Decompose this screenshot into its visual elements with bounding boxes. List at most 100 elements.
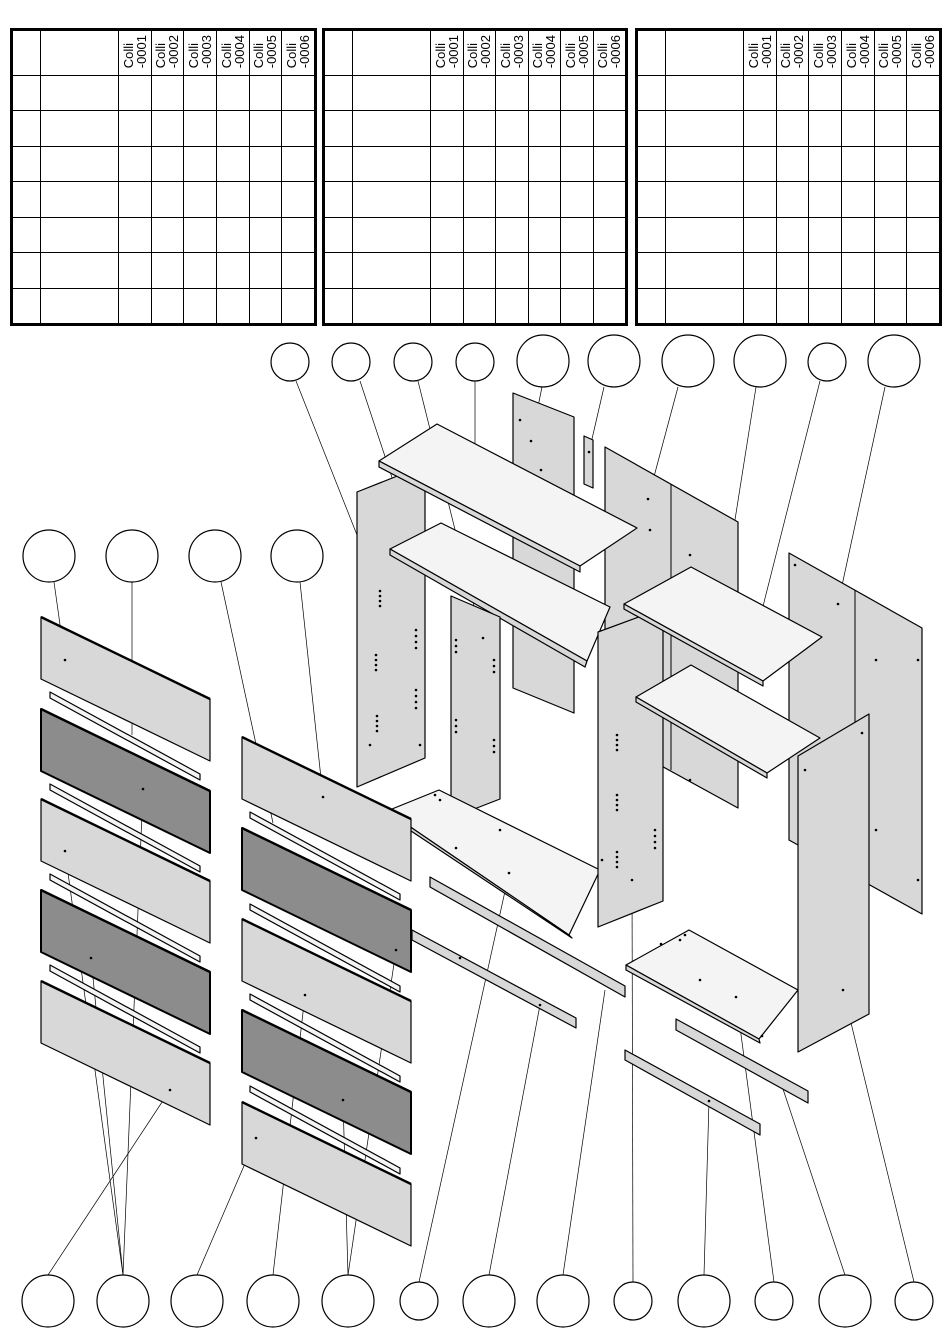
screw-hole <box>916 878 920 882</box>
table-cell <box>592 287 626 325</box>
screw-hole <box>916 658 920 662</box>
table-cell <box>665 216 744 254</box>
leader-line <box>418 872 510 1283</box>
drawer-runner-strip <box>249 903 401 993</box>
screw-hole <box>646 497 650 501</box>
callout-bubble <box>867 334 921 388</box>
callout-bubble <box>270 529 324 583</box>
screw-hole <box>653 834 657 838</box>
table-cell <box>873 287 908 325</box>
front-top-edge <box>241 917 412 1003</box>
shelf-edge <box>625 964 761 1044</box>
front-top-edge <box>40 888 211 974</box>
screw-hole <box>615 798 619 802</box>
screw-hole <box>518 418 522 422</box>
screw-hole <box>438 798 442 802</box>
table-cell <box>840 287 875 325</box>
table-cell <box>840 181 875 218</box>
table-cell <box>430 216 464 254</box>
screw-hole <box>492 664 496 668</box>
screw-hole <box>414 646 418 650</box>
screw-hole <box>168 1088 172 1092</box>
front-top-edge <box>40 797 211 883</box>
table-cell <box>462 181 496 218</box>
table-cell <box>592 74 626 112</box>
screw-hole <box>874 658 878 662</box>
colli-column-header: Colli -0003 <box>808 30 842 76</box>
screw-hole <box>615 860 619 864</box>
screw-hole <box>615 803 619 807</box>
table-cell <box>352 287 431 325</box>
callout-bubble <box>399 1281 439 1321</box>
table-cell <box>40 74 119 112</box>
colli-column-header: Colli -0005 <box>873 30 908 76</box>
screw-hole <box>683 933 687 937</box>
table-cell <box>150 181 185 218</box>
callout-bubble <box>270 342 310 382</box>
callout-bubble <box>613 1281 653 1321</box>
callout-bubbles <box>21 334 934 1328</box>
shelf-edge <box>378 460 581 573</box>
screw-hole <box>374 663 378 667</box>
table-cell <box>352 181 431 218</box>
callout-bubble <box>516 334 570 388</box>
callout-bubble <box>105 529 159 583</box>
table-cell <box>40 252 119 289</box>
table-cell <box>906 181 940 218</box>
drawer-runner-strip <box>49 964 201 1054</box>
colli-column-header: Colli -0001 <box>743 30 777 76</box>
table-cell <box>637 287 666 325</box>
screw-hole <box>321 795 325 799</box>
callout-bubble <box>170 1274 224 1328</box>
table-cell <box>840 110 875 147</box>
table-cell <box>637 145 666 183</box>
plinth-rail <box>675 1018 809 1104</box>
screw-hole <box>659 942 663 946</box>
plinth-rail <box>624 1049 761 1136</box>
screw-hole <box>615 738 619 742</box>
screw-hole <box>507 871 511 875</box>
callout-bubble <box>22 529 76 583</box>
leader-line <box>779 1079 846 1276</box>
screw-hole <box>454 846 458 850</box>
table-cell <box>560 74 594 112</box>
screw-hole <box>414 640 418 644</box>
screw-hole <box>414 628 418 632</box>
leader-line <box>562 989 606 1276</box>
screw-hole <box>89 956 93 960</box>
table-cell <box>637 74 666 112</box>
callout-bubble <box>246 1274 300 1328</box>
screw-hole <box>374 653 378 657</box>
table-cell <box>215 252 250 289</box>
shelf-edge <box>389 548 588 668</box>
table-cell <box>281 110 315 147</box>
table-cell <box>118 216 152 254</box>
table-row <box>324 287 626 325</box>
screw-hole <box>538 1003 542 1007</box>
screw-hole <box>760 1034 764 1038</box>
table-row <box>637 110 940 147</box>
table-cell <box>118 252 152 289</box>
table-cell <box>592 110 626 147</box>
screw-hole <box>688 553 692 557</box>
screw-hole <box>378 589 382 593</box>
table-cell <box>906 216 940 254</box>
callout-bubble <box>462 1274 516 1328</box>
table-cell <box>118 74 152 112</box>
table-cell <box>462 110 496 147</box>
screw-hole <box>375 719 379 723</box>
table-row <box>324 216 626 254</box>
table-cell <box>183 252 217 289</box>
callout-bubble <box>587 334 641 388</box>
table-cell <box>775 145 810 183</box>
screw-hole <box>414 694 418 698</box>
table-cell <box>40 216 119 254</box>
screw-hole <box>707 1099 711 1103</box>
callout-bubble <box>188 529 242 583</box>
screw-hole <box>793 563 797 567</box>
screw-hole <box>653 828 657 832</box>
front-top-edge <box>40 707 211 793</box>
